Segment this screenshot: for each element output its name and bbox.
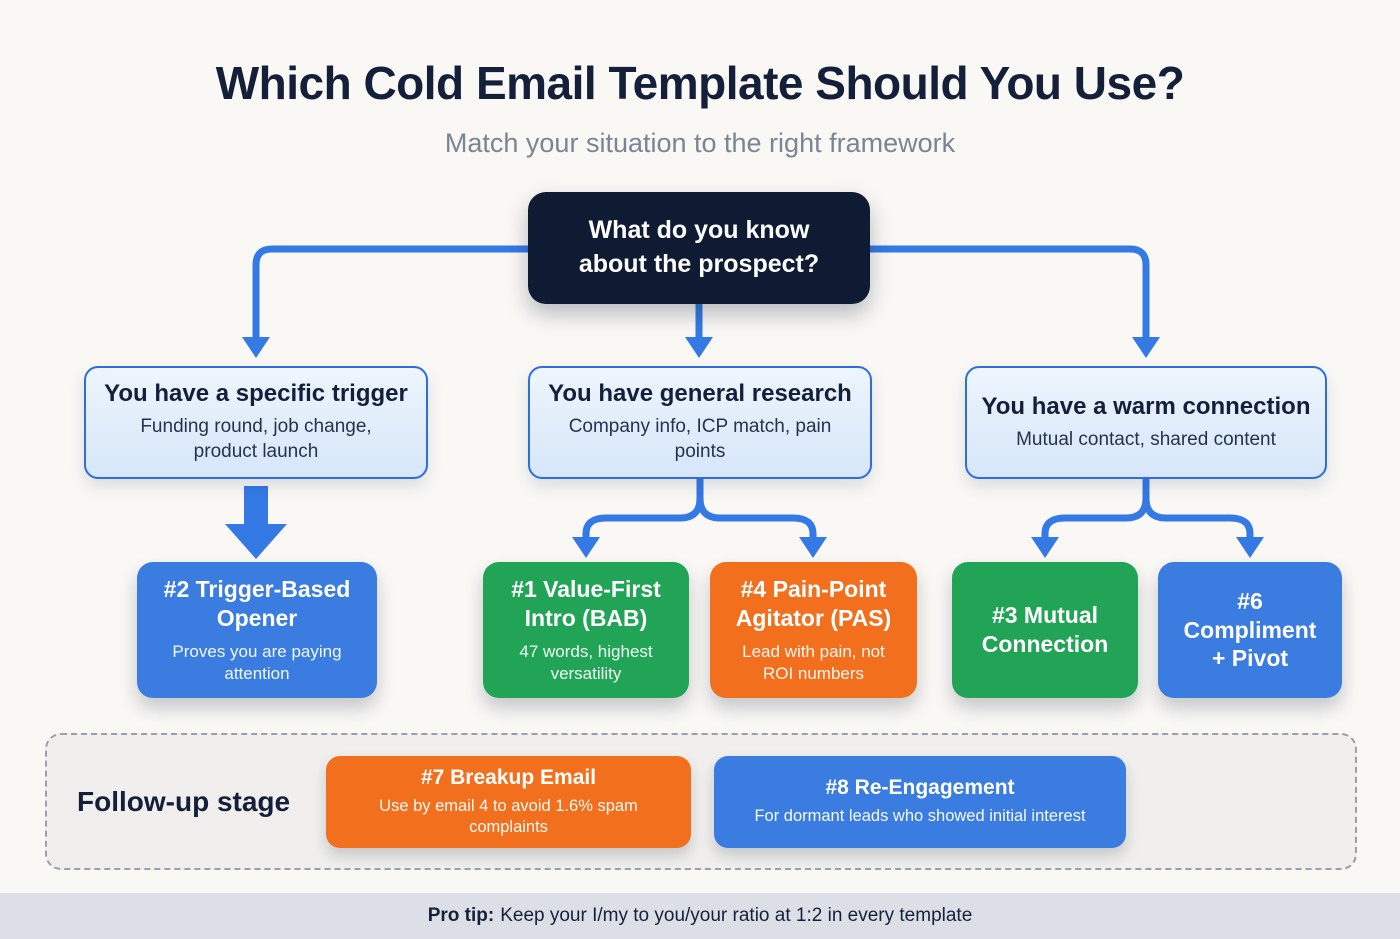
arrowhead-bab [572,537,600,558]
template-title: #4 Pain-Point Agitator (PAS) [735,576,892,631]
root-question-text: What do you know about the prospect? [578,216,820,278]
template-title: #6 Compliment + Pivot [1183,587,1317,672]
root-question-node: What do you know about the prospect? [528,192,870,304]
template-subtitle: Proves you are paying attention [172,641,342,683]
template-compliment-pivot: #6 Compliment + Pivot [1158,562,1342,698]
template-subtitle: 47 words, highest versatility [519,641,653,683]
page-title: Which Cold Email Template Should You Use… [215,57,1185,109]
branch-subtitle: Funding round, job change, product launc… [140,416,372,462]
branch-warm-connection: You have a warm connection Mutual contac… [965,366,1327,479]
followup-stage-label: Follow-up stage [77,785,291,817]
arrowhead-mutual [1031,537,1059,558]
template-subtitle: Lead with pain, not ROI numbers [742,641,885,683]
template-trigger-based-opener: #2 Trigger-Based Opener Proves you are p… [137,562,377,698]
branch-general-research: You have general research Company info, … [528,366,872,479]
branch-title: You have a specific trigger [104,380,408,408]
branch-subtitle: Company info, ICP match, pain points [568,416,832,462]
pro-tip-text: Keep your I/my to you/your ratio at 1:2 … [500,905,973,926]
followup-stage-section: Follow-up stage #7 Breakup Email Use by … [45,733,1357,870]
arrowhead-warm [1132,337,1160,358]
page-subtitle: Match your situation to the right framew… [444,128,956,158]
template-title: #3 Mutual Connection [981,602,1109,657]
template-title: #7 Breakup Email [420,765,597,789]
branch-title: You have general research [548,380,852,408]
connector-warm-to-mutual [1041,474,1150,544]
arrowhead-pas [799,537,827,558]
connector-research-to-pas [696,474,817,544]
pro-tip-banner: Pro tip: Keep your I/my to you/your rati… [0,893,1400,939]
template-re-engagement: #8 Re-Engagement For dormant leads who s… [714,756,1126,848]
connector-research-to-bab [582,474,704,544]
template-mutual-connection: #3 Mutual Connection [952,562,1138,698]
template-subtitle: For dormant leads who showed initial int… [754,807,1086,826]
connector-root-to-warm [866,245,1150,344]
arrowhead-research [685,337,713,358]
template-title: #8 Re-Engagement [825,776,1015,800]
connector-warm-to-compliment [1142,474,1254,544]
branch-specific-trigger: You have a specific trigger Funding roun… [84,366,428,479]
block-arrow-trigger-to-opener [225,486,287,559]
connector-root-to-trigger [252,245,532,344]
branch-subtitle: Mutual contact, shared content [1016,428,1276,450]
template-pain-point-agitator: #4 Pain-Point Agitator (PAS) Lead with p… [710,562,917,698]
template-value-first-intro: #1 Value-First Intro (BAB) 47 words, hig… [483,562,689,698]
template-title: #1 Value-First Intro (BAB) [511,576,661,631]
template-title: #2 Trigger-Based Opener [163,576,351,631]
template-breakup-email: #7 Breakup Email Use by email 4 to avoid… [326,756,691,848]
arrowhead-compliment [1236,537,1264,558]
template-subtitle: Use by email 4 to avoid 1.6% spam compla… [379,796,638,836]
arrowhead-trigger [242,337,270,358]
pro-tip-label: Pro tip: [427,905,495,926]
branch-title: You have a warm connection [981,392,1311,420]
